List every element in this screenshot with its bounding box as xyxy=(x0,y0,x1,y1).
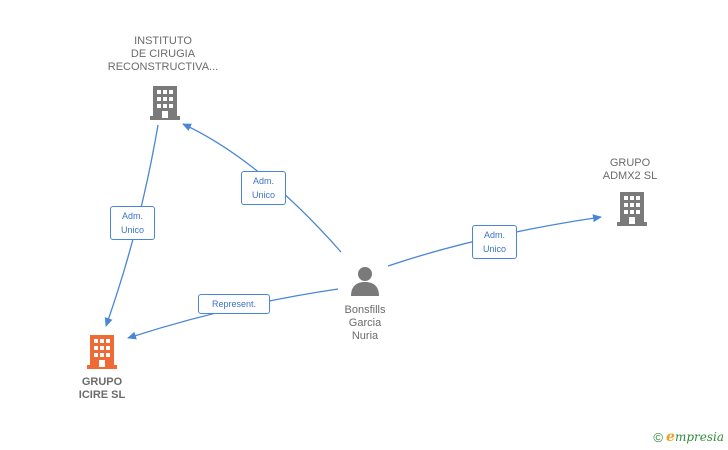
person-icon[interactable] xyxy=(350,266,380,296)
edge-label-person-instituto[interactable]: Adm. Unico xyxy=(241,171,286,205)
edge-label-instituto-icire[interactable]: Adm. Unico xyxy=(110,206,155,240)
footer-brand[interactable]: © empresia xyxy=(653,429,724,445)
node-label-icire[interactable]: GRUPO ICIRE SL xyxy=(78,376,126,401)
building-icon[interactable] xyxy=(617,190,647,226)
building-icon[interactable] xyxy=(87,333,117,369)
copyright-symbol: © xyxy=(653,429,664,445)
edge-label-person-admx2[interactable]: Adm. Unico xyxy=(472,225,517,259)
node-label-person[interactable]: Bonsfills Garcia Nuria xyxy=(344,304,386,342)
edge-label-person-icire[interactable]: Represent. xyxy=(198,294,270,314)
node-label-admx2[interactable]: GRUPO ADMX2 SL xyxy=(602,157,658,182)
building-icon[interactable] xyxy=(150,84,180,120)
empresia-logo: empresia xyxy=(666,429,724,445)
node-label-instituto[interactable]: INSTITUTO DE CIRUGIA RECONSTRUCTIVA... xyxy=(107,35,219,73)
